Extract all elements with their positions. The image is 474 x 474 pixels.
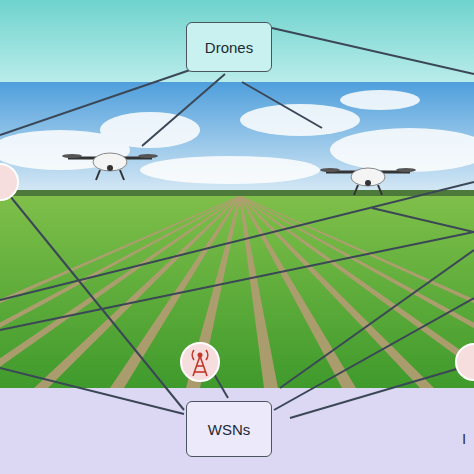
node-label: WSNs [208, 421, 251, 438]
leader-lines [0, 28, 474, 418]
bottom-band [0, 388, 474, 474]
antenna-symbol [181, 343, 219, 381]
field-photo [0, 82, 474, 388]
top-band [0, 0, 474, 82]
node-box: Drones [186, 22, 272, 72]
node-label: Drones [205, 39, 253, 56]
edge-label-text: I [462, 430, 466, 447]
sensor-icons [0, 164, 474, 381]
drone-left [62, 153, 158, 180]
drone-right [320, 168, 416, 195]
node-box: WSNs [186, 401, 272, 457]
